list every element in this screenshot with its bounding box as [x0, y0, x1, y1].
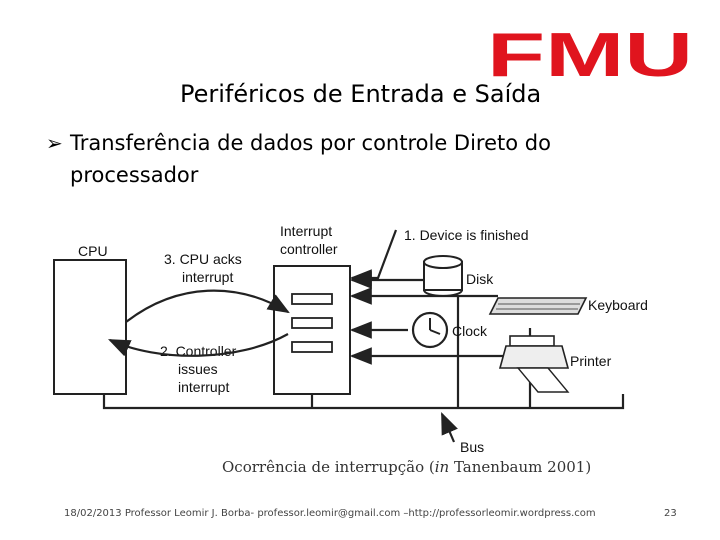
step2-label-line2: issues: [178, 361, 218, 377]
bus-label: Bus: [460, 439, 484, 455]
device-label-disk: Disk: [466, 271, 494, 287]
figure-caption: Ocorrência de interrupção (in Tanenbaum …: [222, 458, 591, 476]
fmu-logo: FMU: [487, 24, 693, 82]
cpu-label: CPU: [78, 243, 108, 259]
caption-italic: in: [434, 458, 450, 476]
step3-label-line2: interrupt: [182, 269, 233, 285]
controller-slot: [291, 317, 333, 329]
logo-text: FMU: [487, 24, 693, 82]
device-finished-arrow: [349, 229, 398, 287]
device-label-keyboard: Keyboard: [588, 297, 648, 313]
step2-label-line3: interrupt: [178, 379, 229, 395]
cpu-ack-arrow: [125, 289, 290, 323]
step1-label: 1. Device is finished: [404, 227, 529, 243]
cpu-box: [53, 259, 127, 395]
bus-line: [102, 394, 625, 410]
controller-slot: [291, 341, 333, 353]
device-label-clock: Clock: [452, 323, 488, 339]
keyboard-icon: [488, 297, 588, 315]
controller-label-line2: controller: [280, 241, 338, 257]
footer-text: 18/02/2013 Professor Leomir J. Borba- pr…: [64, 508, 596, 519]
controller-issue-arrow: [107, 333, 289, 357]
caption-part1: Ocorrência de interrupção (: [222, 458, 435, 476]
caption-part2: Tanenbaum 2001): [449, 458, 592, 476]
clock-icon: [411, 311, 449, 349]
disk-icon: [423, 255, 463, 297]
page-number: 23: [664, 508, 677, 519]
bus-pointer-arrow: [440, 411, 458, 443]
controller-label-line1: Interrupt: [280, 223, 332, 239]
bullet-arrow-icon: ➢: [46, 131, 63, 155]
controller-slot: [291, 293, 333, 305]
step3-label-line1: 3. CPU acks: [164, 251, 242, 267]
bullet-item: ➢ Transferência de dados por controle Di…: [46, 127, 646, 191]
bullet-text: Transferência de dados por controle Dire…: [70, 131, 551, 187]
printer-icon: [498, 335, 570, 393]
device-label-printer: Printer: [570, 353, 612, 369]
interrupt-controller-box: [273, 265, 351, 395]
slide-title: Periféricos de Entrada e Saída: [180, 80, 542, 108]
interrupt-diagram: CPU Interrupt controller 1. Device is fi…: [53, 223, 648, 455]
